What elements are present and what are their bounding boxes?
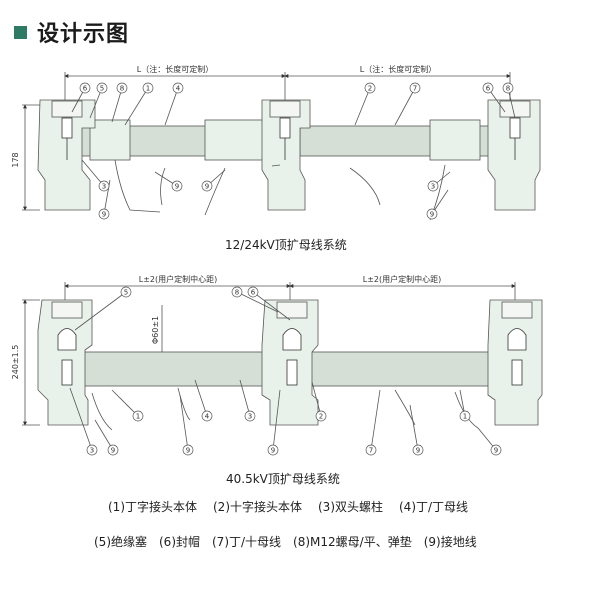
section-marker (14, 25, 27, 39)
svg-text:7: 7 (413, 85, 417, 93)
diagram-1-12-24kv (22, 72, 541, 221)
svg-text:5: 5 (100, 85, 104, 93)
legend-item: (1)丁字接头本体 (108, 500, 197, 514)
legend-item: (4)丁/丁母线 (399, 500, 469, 514)
diagram-2-caption: 40.5kV顶扩母线系统 (226, 472, 340, 486)
diagram-1-height: 178 (11, 152, 20, 167)
svg-text:3: 3 (431, 183, 435, 191)
svg-text:2: 2 (368, 85, 372, 93)
diagram-1-callout-numbers: 6 5 8 1 4 2 7 6 8 3 9 9 9 3 9 (83, 85, 510, 219)
svg-text:9: 9 (111, 447, 115, 455)
parts-legend: (1)丁字接头本体 (2)十字接头本体 (3)双头螺柱 (4)丁/丁母线 (5)… (94, 498, 528, 568)
svg-text:7: 7 (369, 447, 373, 455)
svg-text:2: 2 (319, 413, 323, 421)
svg-text:9: 9 (205, 183, 209, 191)
diagram-2-height: 240±1.5 (11, 345, 20, 380)
svg-text:9: 9 (494, 447, 498, 455)
diagram-1-dim-right: L（注：长度可定制） (360, 64, 436, 74)
svg-text:1: 1 (463, 413, 467, 421)
svg-text:1: 1 (146, 85, 150, 93)
section-title: 设计示图 (37, 22, 130, 47)
diagram-2-diameter: Φ60±1 (151, 316, 160, 344)
svg-text:6: 6 (83, 85, 88, 93)
svg-text:4: 4 (205, 413, 210, 421)
legend-row-1: (1)丁字接头本体 (2)十字接头本体 (3)双头螺柱 (4)丁/丁母线 (108, 498, 528, 515)
svg-text:9: 9 (416, 447, 420, 455)
svg-text:4: 4 (176, 85, 181, 93)
legend-item: (7)丁/十母线 (212, 535, 282, 549)
diagram-2-dim-left: L±2(用户定制中心距) (139, 274, 218, 284)
diagram-2-dim-right: L±2(用户定制中心距) (363, 274, 442, 284)
svg-text:6: 6 (251, 289, 256, 297)
svg-text:9: 9 (186, 447, 190, 455)
svg-text:5: 5 (124, 289, 128, 297)
svg-text:9: 9 (271, 447, 275, 455)
svg-text:8: 8 (506, 85, 510, 93)
svg-text:9: 9 (430, 211, 434, 219)
svg-text:9: 9 (175, 183, 179, 191)
legend-item: (5)绝缘塞 (94, 535, 147, 549)
svg-text:3: 3 (102, 183, 106, 191)
svg-text:3: 3 (90, 447, 94, 455)
legend-item: (3)双头螺柱 (318, 500, 383, 514)
diagram-2-callout-numbers: 5 8 6 1 3 9 9 4 3 9 2 7 9 1 9 (90, 289, 498, 455)
svg-text:1: 1 (136, 413, 140, 421)
legend-item: (8)M12螺母/平、弹垫 (293, 535, 412, 549)
diagram-1-caption: 12/24kV顶扩母线系统 (225, 238, 347, 252)
section-header: 设计示图 (14, 14, 129, 50)
diagram-2-40-5kv (22, 282, 543, 451)
diagram-1-callouts (79, 82, 514, 220)
svg-text:3: 3 (248, 413, 252, 421)
legend-item: (6)封帽 (159, 535, 200, 549)
svg-text:8: 8 (235, 289, 239, 297)
svg-text:9: 9 (102, 211, 106, 219)
legend-item: (9)接地线 (423, 535, 477, 549)
diagram-2-callouts (86, 286, 502, 456)
svg-text:8: 8 (120, 85, 124, 93)
svg-text:6: 6 (486, 85, 491, 93)
legend-item: (2)十字接头本体 (213, 500, 302, 514)
legend-row-2: (5)绝缘塞 (6)封帽 (7)丁/十母线 (8)M12螺母/平、弹垫 (9)接… (94, 533, 528, 550)
diagram-1-dim-left: L（注：长度可定制） (137, 64, 213, 74)
